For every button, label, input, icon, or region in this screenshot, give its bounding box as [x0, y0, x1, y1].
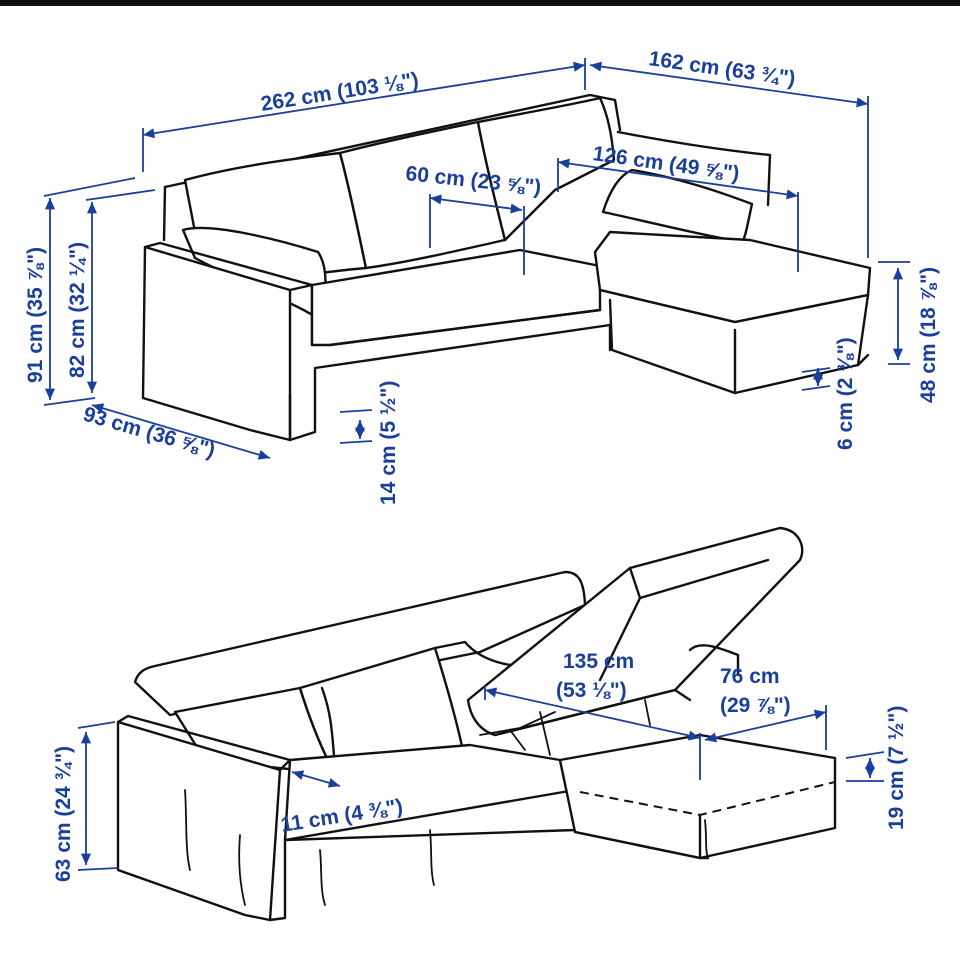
storage-height-label: 63 cm (24 ¾") — [52, 746, 75, 882]
total-width-label: 262 cm (103 ⅛") — [259, 68, 420, 116]
chaise-seat-height-label: 48 cm (18 ⅞") — [917, 267, 940, 403]
leg-clearance-label: 14 cm (5 ½") — [377, 381, 400, 505]
storage-length-label-line1: 135 cm — [563, 650, 634, 673]
total-height-label: 91 cm (35 ⅞") — [24, 247, 47, 383]
storage-length-label-line2: (53 ⅛") — [556, 679, 627, 702]
left-armrest — [141, 245, 292, 442]
storage-dimension-lines — [77, 685, 885, 871]
storage-depth-label: 19 cm (7 ½") — [885, 706, 908, 830]
sofa-top-view-drawing — [141, 93, 872, 442]
backrest-height-label: 82 cm (32 ¼") — [66, 242, 89, 378]
sofa-storage-view-drawing — [116, 526, 837, 922]
chaise-clearance-label: 6 cm (2 ⅜") — [834, 337, 857, 450]
top-dimension-lines — [43, 58, 910, 460]
open-lid — [466, 526, 804, 737]
storage-width-label-line2: (29 ⅞") — [720, 694, 791, 717]
storage-width-label-line1: 76 cm — [720, 665, 780, 688]
top-border — [0, 0, 960, 6]
chaise-cushion — [593, 230, 872, 324]
